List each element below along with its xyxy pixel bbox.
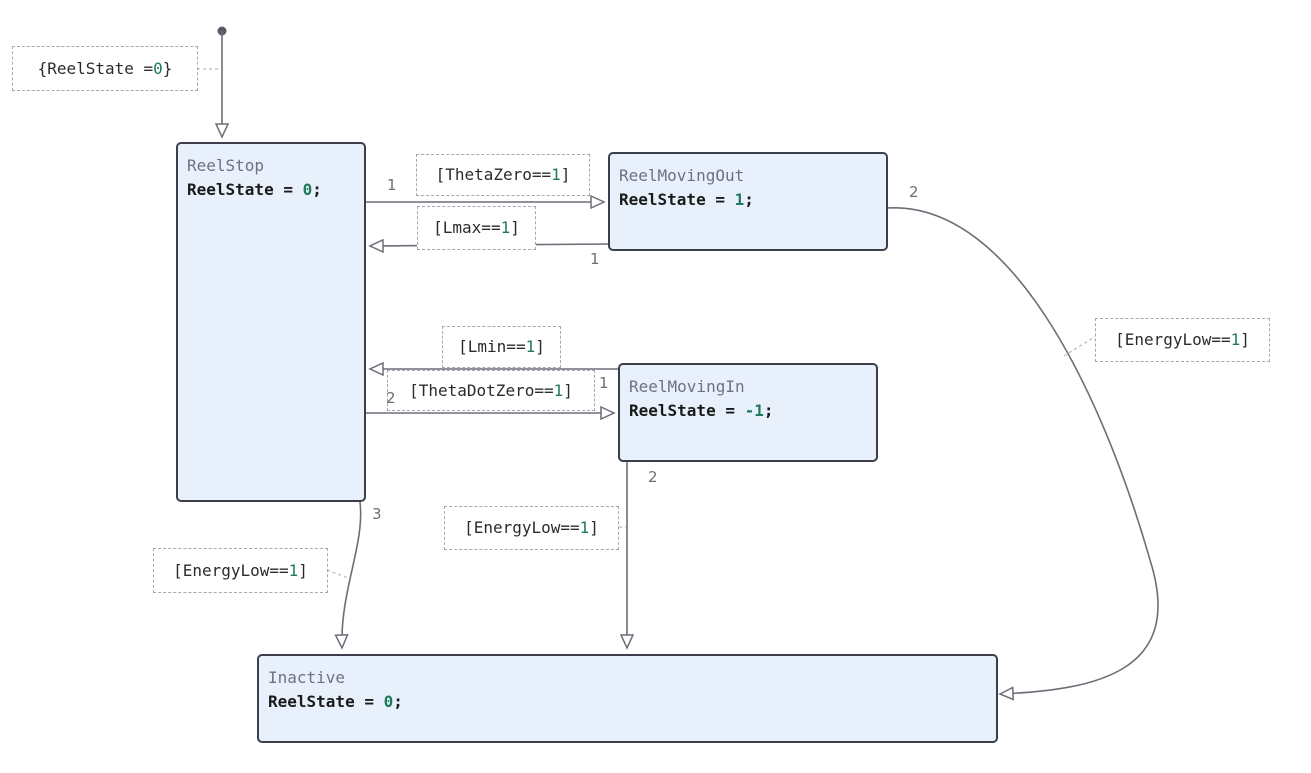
state-reel-moving-in[interactable]: ReelMovingIn ReelState = -1; <box>618 363 878 462</box>
initial-label-open: {ReelState = <box>37 58 154 78</box>
state-inactive[interactable]: Inactive ReelState = 0; <box>257 654 998 743</box>
guard-close: ] <box>560 165 571 184</box>
action-operator: = <box>715 401 745 420</box>
order-out-to-inactive: 2 <box>909 183 919 201</box>
guard-text: [Lmin== <box>458 337 526 356</box>
guard-text: [EnergyLow== <box>1115 330 1231 349</box>
guard-energy-low-in[interactable]: [EnergyLow==1] <box>444 506 619 550</box>
state-name: ReelStop <box>187 156 265 175</box>
state-name: ReelMovingIn <box>629 377 745 396</box>
action-terminator: ; <box>393 692 403 711</box>
initial-label-close: } <box>162 58 173 78</box>
transition-stop-to-inactive[interactable] <box>342 501 362 648</box>
guard-text: [ThetaDotZero== <box>409 380 554 400</box>
guard-value: 1 <box>525 337 536 356</box>
guard-close: ] <box>298 560 308 580</box>
guard-value: 1 <box>579 518 590 537</box>
action-value: 0 <box>302 180 313 199</box>
state-entry-action: ReelState = 0; <box>187 178 364 202</box>
guard-close: ] <box>1240 330 1250 349</box>
guard-close: ] <box>589 518 599 537</box>
order-in-to-inactive: 2 <box>648 468 658 486</box>
order-in-to-stop: 1 <box>599 374 609 392</box>
action-value: -1 <box>744 401 764 420</box>
action-terminator: ; <box>744 190 754 209</box>
order-stop-to-in: 2 <box>386 389 396 407</box>
order-stop-to-inactive: 3 <box>372 505 382 523</box>
action-terminator: ; <box>312 180 322 199</box>
guard-close: ] <box>563 380 573 400</box>
guard-value: 1 <box>551 165 561 184</box>
action-terminator: ; <box>763 401 774 420</box>
guard-theta-zero[interactable]: [ThetaZero==1] <box>416 154 590 196</box>
guard-text: [ThetaZero== <box>435 165 552 184</box>
guard-value: 1 <box>288 560 299 580</box>
guard-value: 1 <box>500 218 511 237</box>
initial-value-label: {ReelState = 0} <box>12 46 198 91</box>
guard-value: 1 <box>553 380 564 400</box>
guard-text: [EnergyLow== <box>464 518 580 537</box>
energy-low-out-leader <box>1063 335 1097 357</box>
guard-value: 1 <box>1230 330 1241 349</box>
energy-low-stop-leader <box>326 569 349 579</box>
action-operator: = <box>354 692 384 711</box>
state-reel-moving-out[interactable]: ReelMovingOut ReelState = 1; <box>608 152 888 251</box>
guard-energy-low-stop[interactable]: [EnergyLow==1] <box>153 548 328 593</box>
guard-theta-dot-zero[interactable]: [ThetaDotZero==1] <box>387 370 595 411</box>
state-reel-stop[interactable]: ReelStop ReelState = 0; <box>176 142 366 502</box>
transition-out-to-inactive[interactable] <box>886 207 1159 694</box>
action-variable: ReelState <box>268 692 355 711</box>
action-variable: ReelState <box>629 401 716 420</box>
guard-close: ] <box>535 337 545 356</box>
action-operator: = <box>273 180 303 199</box>
guard-close: ] <box>510 218 520 237</box>
action-value: 1 <box>734 190 745 209</box>
order-out-to-stop: 1 <box>590 250 600 268</box>
action-variable: ReelState <box>619 190 706 209</box>
state-name: ReelMovingOut <box>619 166 745 185</box>
action-variable: ReelState <box>187 180 274 199</box>
state-entry-action: ReelState = 0; <box>268 690 996 714</box>
state-entry-action: ReelState = -1; <box>629 399 876 423</box>
action-value: 0 <box>383 692 394 711</box>
guard-text: [EnergyLow== <box>173 560 289 580</box>
initial-label-value: 0 <box>153 58 163 78</box>
state-name: Inactive <box>268 668 346 687</box>
guard-text: [Lmax== <box>433 218 501 237</box>
action-operator: = <box>705 190 735 209</box>
guard-energy-low-out[interactable]: [EnergyLow==1] <box>1095 318 1270 362</box>
state-entry-action: ReelState = 1; <box>619 188 886 212</box>
order-stop-to-out: 1 <box>387 176 397 194</box>
guard-lmax[interactable]: [Lmax==1] <box>417 206 536 250</box>
guard-lmin[interactable]: [Lmin==1] <box>442 326 561 368</box>
